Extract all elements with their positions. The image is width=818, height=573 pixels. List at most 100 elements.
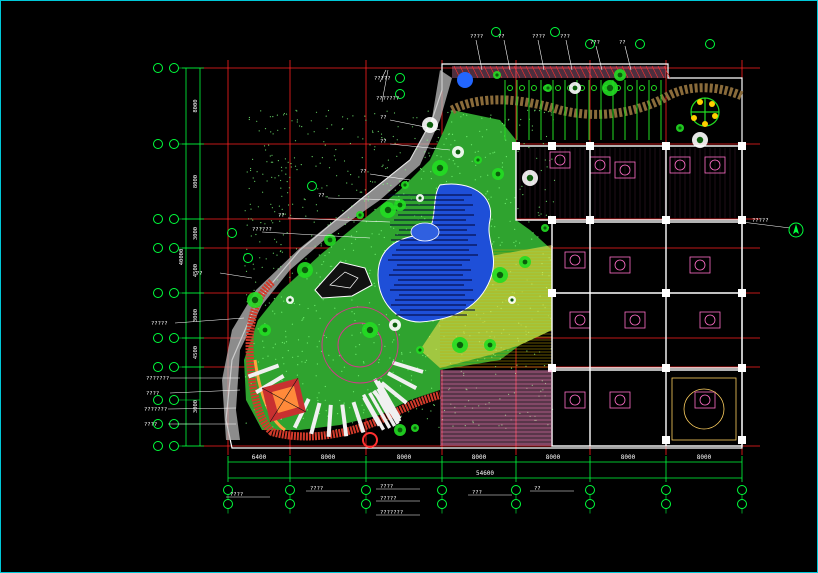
dimension-v-2: 3000	[193, 227, 199, 240]
annotation-notes: ????????????????????????????????????????…	[144, 34, 769, 516]
furniture-symbol	[704, 156, 726, 174]
pebble-path	[449, 83, 744, 119]
axis-bubble-icon	[243, 253, 253, 263]
rock-feature	[314, 261, 373, 299]
dimension-h-6: 8000	[697, 454, 712, 461]
tree-symbol-icon	[362, 322, 378, 338]
axis-bubble-icon	[585, 485, 595, 500]
dimension-v-5: 4500	[193, 346, 199, 359]
top-note-0: ????	[470, 34, 483, 40]
furniture-symbol	[689, 256, 711, 274]
pond-ripples	[388, 194, 478, 316]
axis-bubble-icon	[661, 485, 671, 500]
tree-symbol-icon	[541, 224, 549, 232]
tree-symbol-icon	[452, 337, 468, 353]
tree-symbol-icon	[474, 156, 482, 164]
axis-bubble-icon	[169, 441, 179, 451]
dimension-h-0: 6400	[252, 454, 267, 461]
right-note-0: ?????	[752, 218, 769, 224]
axis-bubble-icon	[395, 73, 405, 83]
top-note-4: ???	[590, 40, 600, 46]
middle-note-2: ??	[278, 213, 285, 219]
axis-bubbles	[153, 27, 747, 514]
circle-paths	[321, 306, 399, 384]
axis-bubble-icon	[153, 419, 163, 429]
tree-symbol-icon	[394, 199, 406, 211]
dimension-v-6: 3000	[193, 400, 199, 413]
bottom-note-5: ???	[472, 490, 482, 496]
structural-columns	[512, 142, 746, 444]
axis-bubble-icon	[169, 243, 179, 253]
axis-bubble-icon	[437, 485, 447, 500]
axis-bubble-icon	[585, 499, 595, 514]
left-note-1: ???????	[146, 376, 169, 382]
top-note-7: ???????	[376, 96, 399, 102]
axis-bubble-icon	[395, 89, 405, 99]
tree-symbol-icon	[544, 84, 552, 92]
furniture-symbol	[614, 161, 636, 179]
tree-symbol-icon	[259, 324, 271, 336]
planter-rows	[504, 80, 662, 140]
dimension-v-4: 3000	[193, 309, 199, 322]
axis-bubble-icon	[585, 39, 595, 49]
axis-bubble-icon	[153, 63, 163, 73]
bottom-note-3: ?????	[380, 496, 397, 502]
axis-bubble-icon	[661, 499, 671, 514]
top-note-1: ??	[498, 34, 505, 40]
tree-symbol-icon	[422, 117, 438, 133]
tree-symbol-icon	[519, 256, 531, 268]
left-note-5: ??	[196, 271, 203, 277]
tree-symbol-icon	[380, 202, 396, 218]
dimension-total-v: 40000	[179, 249, 185, 266]
furniture-symbol	[569, 311, 591, 329]
furniture-symbol	[564, 391, 586, 409]
compass-icon	[788, 222, 804, 238]
axis-bubble-icon	[153, 441, 163, 451]
shrub-symbol-icon	[362, 432, 378, 448]
bottom-note-0: ????	[230, 492, 243, 498]
tree-symbol-icon	[356, 211, 364, 219]
tree-symbol-icon	[432, 160, 448, 176]
axis-bubble-icon	[169, 288, 179, 298]
furniture-symbol	[609, 391, 631, 409]
furniture-symbol	[624, 311, 646, 329]
axis-bubble-icon	[153, 333, 163, 343]
axis-bubble-icon	[153, 243, 163, 253]
dimension-h-2: 8000	[397, 454, 412, 461]
axis-bubble-icon	[307, 181, 317, 191]
tree-symbol-icon	[286, 296, 294, 304]
tree-symbol-icon	[394, 424, 406, 436]
tree-symbol-icon	[297, 262, 313, 278]
axis-bubble-icon	[169, 139, 179, 149]
axis-bubble-icon	[361, 485, 371, 500]
tree-symbol-icon	[508, 296, 516, 304]
tree-symbol-icon	[247, 292, 263, 308]
tree-symbol-icon	[324, 234, 336, 246]
axis-bubble-icon	[153, 288, 163, 298]
axis-bubble-icon	[169, 214, 179, 224]
axis-bubble-icon	[153, 362, 163, 372]
furniture-symbol	[694, 391, 716, 409]
dimension-v-1: 8000	[193, 175, 199, 188]
furniture-symbol	[609, 256, 631, 274]
axis-bubble-icon	[169, 333, 179, 343]
middle-note-1: ??	[318, 193, 325, 199]
timber-curb	[245, 279, 442, 441]
axis-bubble-icon	[227, 228, 237, 238]
furniture-symbol	[669, 156, 691, 174]
axis-bubble-icon	[705, 39, 715, 49]
tree-symbol-icon	[416, 194, 424, 202]
dimension-v-7: 8000	[190, 0, 203, 2]
tree-symbol-icon	[692, 132, 708, 148]
tree-symbol-icon	[452, 146, 464, 158]
axis-bubble-icon	[153, 214, 163, 224]
axis-bubble-icon	[550, 27, 560, 37]
axis-bubble-icon	[491, 27, 501, 37]
tree-symbol-icon	[493, 71, 501, 79]
annotation-leaders	[167, 39, 791, 516]
entrance-strip	[452, 65, 671, 79]
lower-pavilion	[440, 370, 552, 446]
bottom-note-4: ???????	[380, 510, 403, 516]
